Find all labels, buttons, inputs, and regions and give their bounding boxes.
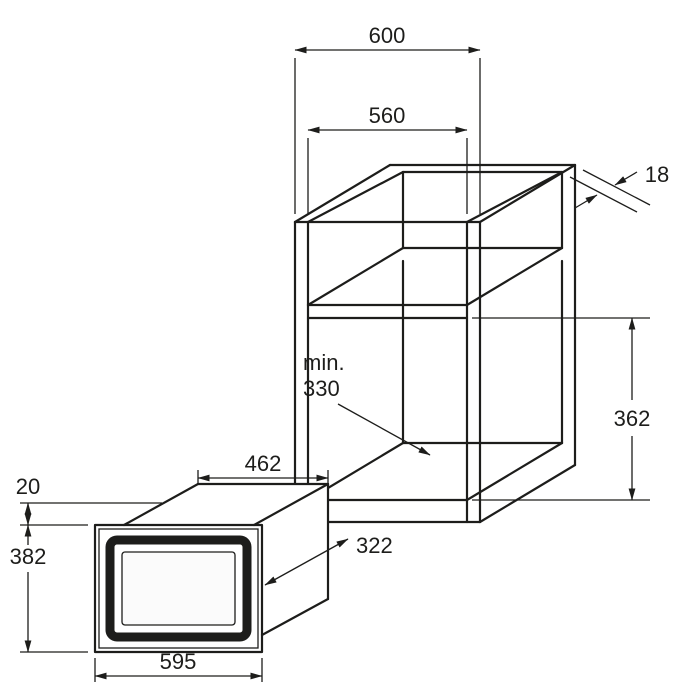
dim-frame-height: 382 bbox=[10, 524, 88, 653]
cabinet-bottom-shelf bbox=[306, 441, 564, 502]
dim-body-width: 462 bbox=[197, 451, 329, 484]
niche-cabinet-drawing bbox=[293, 163, 577, 524]
niche-outer-width-label: 600 bbox=[369, 23, 406, 48]
niche-inner-width-label: 560 bbox=[369, 103, 406, 128]
dim-niche-inner-width: 560 bbox=[307, 103, 468, 214]
cabinet-front-edges bbox=[293, 220, 482, 524]
panel-thickness-label: 18 bbox=[645, 162, 669, 187]
microwave-drawing bbox=[93, 482, 330, 654]
dim-frame-width: 595 bbox=[94, 649, 263, 682]
microwave-body bbox=[122, 482, 330, 637]
frame-width-label: 595 bbox=[160, 649, 197, 674]
body-width-label: 462 bbox=[245, 451, 282, 476]
niche-min-depth-label-min: min. bbox=[303, 350, 345, 375]
microwave-door bbox=[105, 535, 252, 642]
cabinet-middle-shelf bbox=[306, 246, 564, 320]
microwave-door-window bbox=[121, 551, 236, 626]
dim-niche-height: 362 bbox=[472, 317, 651, 501]
dim-top-clearance: 20 bbox=[16, 474, 162, 526]
niche-height-label: 362 bbox=[614, 406, 651, 431]
frame-height-label: 382 bbox=[10, 544, 47, 569]
cabinet-right-panel bbox=[478, 163, 577, 524]
body-depth-label: 322 bbox=[356, 533, 393, 558]
dimensions: 600 560 18 min. 330 36 bbox=[10, 23, 669, 682]
dim-panel-thickness: 18 bbox=[569, 162, 669, 213]
dim-niche-min-depth: min. 330 bbox=[303, 350, 431, 456]
cabinet-top-rim bbox=[293, 163, 577, 224]
top-clearance-label: 20 bbox=[16, 474, 40, 499]
microwave-frame bbox=[93, 523, 264, 654]
niche-min-depth-label-value: 330 bbox=[303, 376, 340, 401]
dim-body-depth: 322 bbox=[264, 533, 393, 586]
microwave-door-frame bbox=[105, 535, 252, 642]
dim-niche-outer-width: 600 bbox=[294, 23, 481, 214]
